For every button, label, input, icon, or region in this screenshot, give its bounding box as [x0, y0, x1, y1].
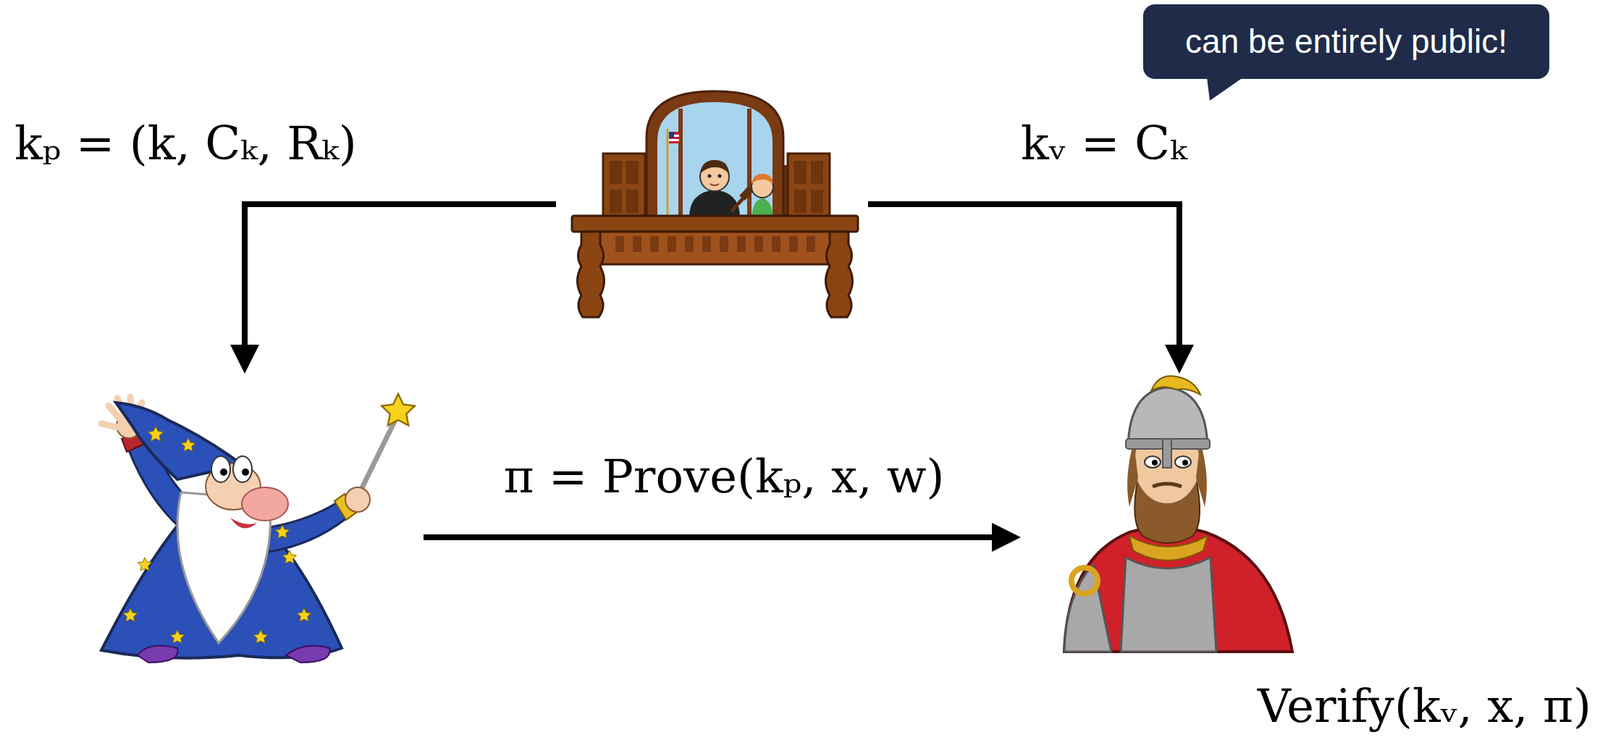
callout-tail [1206, 77, 1251, 103]
wizard-figure-part [220, 468, 228, 476]
judge-bench-part [657, 102, 773, 221]
knight-figure-part [1144, 456, 1161, 468]
wizard-figure-part [285, 645, 331, 663]
wizard-figure-part [241, 468, 250, 476]
judge-bench-part [678, 108, 683, 221]
judge-bench-part [747, 108, 752, 221]
math-label: Verify(kᵥ, x, π) [1257, 678, 1592, 735]
judge-bench-part [751, 173, 774, 184]
judge-bench-part [646, 91, 784, 221]
callout-text: can be entirely public! [1185, 21, 1508, 62]
judge-bench-part [794, 189, 807, 213]
flow-arrow [244, 204, 1180, 538]
flow-arrow-part [244, 204, 557, 368]
wizard-figure [101, 393, 415, 663]
judge-bench-part [810, 160, 824, 184]
wizard-figure-part [345, 487, 370, 512]
knight-figure-part [1151, 375, 1201, 395]
knight-figure-part [1182, 459, 1189, 466]
judge-bench-part [667, 236, 677, 252]
flow-arrow-part [423, 534, 1016, 541]
knight-figure-part [1196, 441, 1207, 507]
callout-bubble: can be entirely public! [1143, 4, 1550, 79]
math-label: kᵥ = Cₖ [1020, 115, 1187, 172]
judge-bench-part [702, 236, 711, 252]
judge-bench-part [787, 153, 830, 221]
judge-bench-part [710, 183, 719, 186]
judge-bench-part [719, 236, 729, 252]
knight-figure-part [1120, 557, 1217, 652]
wizard-figure-part [233, 456, 252, 483]
wizard-figure-part [283, 550, 297, 564]
knight-figure-part [1136, 481, 1198, 523]
wizard-figure-part [275, 524, 290, 538]
judge-bench-part [668, 139, 680, 142]
judge-bench-part [789, 236, 798, 252]
judge-bench-part [810, 189, 824, 213]
judge-bench [571, 91, 858, 318]
judge-bench-part [666, 128, 669, 218]
judge-bench-part [609, 160, 622, 184]
knight-figure-part [1071, 567, 1098, 594]
wizard-figure-part [138, 557, 153, 571]
judge-bench-part [754, 236, 764, 252]
judge-bench-part [650, 236, 659, 252]
judge-bench-part [577, 231, 605, 318]
wizard-figure-part [181, 438, 196, 452]
wizard-figure-part [170, 629, 185, 643]
wizard-figure-part [137, 645, 179, 663]
judge-bench-part [700, 160, 730, 174]
flow-arrow-part [868, 204, 1180, 368]
judge-bench-part [668, 131, 680, 144]
judge-bench-part [626, 189, 639, 213]
judge-bench-part [571, 215, 858, 232]
knight-figure-part [1151, 459, 1158, 466]
judge-bench-part [708, 174, 712, 179]
judge-bench-part [689, 189, 740, 218]
wizard-figure-part [241, 487, 289, 521]
judge-bench-part [626, 160, 639, 184]
judge-bench-part [771, 236, 781, 252]
knight-figure-part [1127, 441, 1139, 507]
judge-bench-part [826, 231, 853, 318]
math-label: kₚ = (k, Cₖ, Rₖ) [14, 115, 357, 172]
judge-bench-part [668, 131, 675, 138]
judge-bench-part [615, 236, 625, 252]
knight-figure-part [1064, 527, 1293, 653]
judge-bench-part [632, 236, 642, 252]
judge-bench-part [751, 198, 774, 218]
knight-figure-part [1064, 564, 1112, 652]
judge-bench-part [603, 153, 646, 221]
knight-figure-part [1175, 456, 1191, 468]
knight-figure-part [1162, 438, 1172, 468]
knight-figure [1064, 375, 1293, 652]
judge-bench-part [684, 236, 694, 252]
judge-bench-part [718, 174, 722, 179]
knight-figure-part [1152, 483, 1182, 487]
callout-tail [1206, 77, 1244, 101]
wizard-figure-part [148, 426, 164, 441]
wizard-figure-part [297, 608, 312, 622]
wizard-figure-part [230, 517, 258, 529]
judge-bench-part [593, 231, 837, 265]
judge-bench-part [794, 160, 807, 184]
judge-bench-part [609, 189, 622, 213]
wizard-figure-part [211, 456, 231, 483]
judge-bench-part [737, 236, 746, 252]
judge-bench-part [806, 236, 816, 252]
wizard-figure-part [254, 629, 268, 643]
wizard-figure-part [123, 608, 138, 622]
math-label: π = Prove(kₚ, x, w) [503, 448, 945, 505]
wizard-figure-part [381, 393, 415, 425]
